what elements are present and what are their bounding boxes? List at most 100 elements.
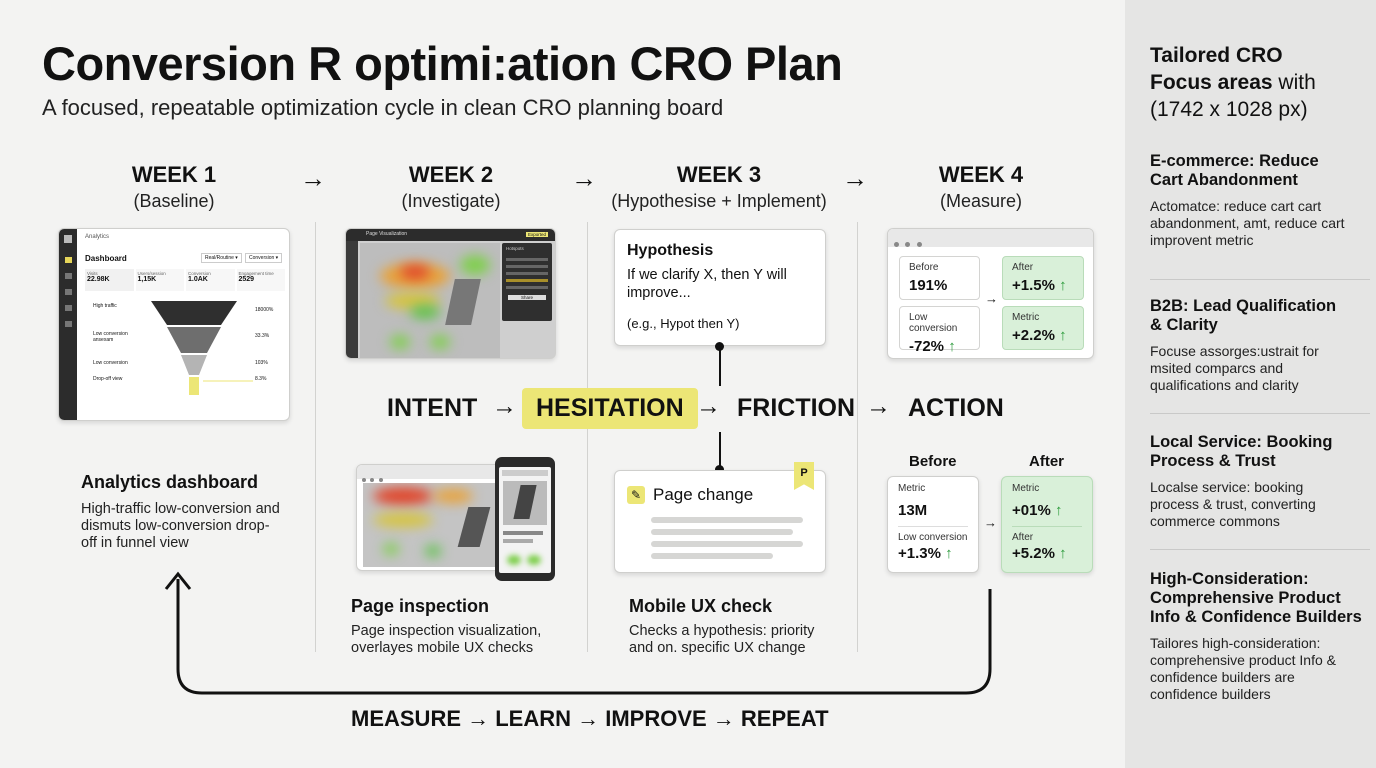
week-2-sub: (Investigate): [401, 191, 501, 211]
metric-number: 13M: [898, 502, 928, 519]
sidebar-title-line-3: (1742 x 1028 px): [1150, 98, 1308, 121]
pencil-icon: ✎: [627, 486, 645, 504]
cycle-loop-arrow: [164, 571, 992, 695]
heatmap-canvas: [360, 243, 500, 358]
compare-arrow-icon: →: [985, 291, 998, 306]
heatmap-badge: Exported: [526, 232, 549, 237]
up-arrow-icon: ↑: [1054, 502, 1063, 519]
metric-label: Low conversion: [898, 532, 968, 543]
nav-icon: [64, 257, 72, 263]
up-arrow-icon: ↑: [948, 338, 956, 355]
funnel-stage-3: [181, 355, 207, 375]
metric-label: Metric: [898, 483, 926, 494]
divider: [1012, 526, 1082, 527]
hypothesis-title: Hypothesis: [627, 242, 714, 259]
metric-value: +1.5% ↑: [1012, 277, 1074, 294]
panel-row: [506, 272, 548, 275]
mobile-phone-mockup: [495, 457, 555, 581]
metric-label: Low conversion: [909, 312, 958, 334]
browser-bar: [357, 465, 521, 482]
window-dot-icon: [370, 478, 375, 482]
funnel-value-4: 8.3%: [255, 376, 267, 382]
week-arrow-1: →: [300, 163, 326, 193]
week-arrow-3: →: [842, 163, 868, 193]
flow-intent: INTENT: [387, 394, 478, 422]
sidebar-section-b2b: B2B: Lead Qualification & Clarity Focuse…: [1150, 297, 1350, 394]
cycle-label: MEASURE → LEARN → IMPROVE → REPEAT: [351, 706, 829, 731]
funnel-value-1: 18000%: [255, 307, 274, 313]
metric-after-1: After +1.5% ↑: [1002, 256, 1084, 300]
connector-top: [719, 346, 721, 386]
nav-icon: [64, 305, 72, 311]
panel-share-button[interactable]: Share: [508, 295, 546, 300]
loop-path: [176, 579, 992, 695]
sidebar-title: Tailored CRO Focus areas with (1742 x 10…: [1150, 42, 1370, 123]
dashboard-filter-1[interactable]: Real/Routine ▾: [201, 253, 242, 263]
sidebar-title-bold: Focus areas: [1150, 71, 1273, 94]
focus-areas-sidebar: Tailored CRO Focus areas with (1742 x 10…: [1125, 0, 1376, 768]
metric-value: +1.3% ↑: [898, 545, 968, 562]
dashboard-logo-icon: [64, 235, 72, 243]
heatmap-title: Page Visualization: [366, 231, 408, 237]
metric-number: 191%: [909, 277, 948, 294]
flow-arrow-icon: →: [696, 392, 721, 420]
week-4-sub: (Measure): [939, 191, 1023, 211]
mobile-row: [503, 539, 533, 543]
funnel-value-2: 33.3%: [255, 333, 270, 339]
week-4-label: WEEK 4: [938, 162, 1024, 187]
compare-arrow-icon: →: [984, 515, 997, 530]
caption-desc: Page inspection visualization, overlayes…: [351, 623, 542, 656]
stat-label: Users/session: [137, 271, 166, 276]
bookmark-badge: P: [794, 462, 814, 490]
heatmap-toolbar: [346, 229, 555, 241]
page-change-title: Page change: [653, 485, 754, 504]
heat-spot: [373, 487, 433, 505]
metric-value: 191%: [909, 277, 970, 294]
section-heading: Local Service: Booking Process & Trust: [1150, 433, 1333, 470]
section-desc: Localse service: booking process & trust…: [1150, 479, 1316, 529]
metric-label: After: [1012, 532, 1034, 543]
divider: [898, 526, 968, 527]
hypothesis-example: (e.g., Hypot then Y): [627, 316, 740, 331]
metric-number: +01%: [1012, 502, 1051, 519]
stat-value: 2529: [238, 276, 255, 283]
heat-spot: [373, 513, 433, 527]
funnel-label-2: Low conversion ansexam: [93, 331, 128, 343]
week-3-header: WEEK 3 (Hypothesise + Implement): [599, 162, 839, 212]
metric-label: Metric: [1012, 483, 1040, 494]
window-dot-icon: [378, 478, 383, 482]
caption-mobile-ux: Mobile UX check Checks a hypothesis: pri…: [629, 596, 849, 657]
metric-value: -72% ↑: [909, 338, 970, 355]
nav-icon: [64, 273, 72, 279]
product-image: [457, 507, 491, 547]
nav-icon: [64, 289, 72, 295]
metric-number: +2.2%: [1012, 327, 1055, 344]
window-bar: [888, 229, 1093, 247]
heat-spot: [410, 305, 440, 319]
metric-number: +5.2%: [1012, 545, 1055, 562]
week-2-label: WEEK 2: [408, 162, 494, 187]
caption-desc: High-traffic low-conversion and dismuts …: [81, 501, 280, 551]
column-divider-1: [315, 222, 316, 652]
week-3-label: WEEK 3: [676, 162, 762, 187]
sidebar-section-local-service: Local Service: Booking Process & Trust L…: [1150, 433, 1355, 530]
caption-title: Analytics dashboard: [81, 472, 259, 492]
stat-label: Engagement time: [238, 271, 274, 276]
section-heading: E-commerce: Reduce Cart Abandonment: [1150, 152, 1319, 189]
placeholder-line: [651, 517, 803, 523]
heat-spot: [507, 555, 521, 565]
flow-arrow-icon: →: [866, 392, 891, 420]
caption-page-inspection: Page inspection Page inspection visualiz…: [351, 596, 571, 657]
funnel-stage-4: [189, 377, 199, 395]
desktop-heatmap-card: [356, 464, 522, 571]
mobile-image: [503, 481, 547, 525]
dashboard-filter-2[interactable]: Conversion ▾: [245, 253, 283, 263]
metric-label: Before: [909, 262, 939, 273]
stat-value: 1.0AK: [188, 276, 208, 283]
section-heading: B2B: Lead Qualification & Clarity: [1150, 297, 1337, 334]
stat-label: Conversion: [188, 271, 211, 276]
measure-card-1: Before 191% Low conversion -72% ↑ → Afte…: [887, 228, 1094, 359]
placeholder-line: [651, 529, 793, 535]
